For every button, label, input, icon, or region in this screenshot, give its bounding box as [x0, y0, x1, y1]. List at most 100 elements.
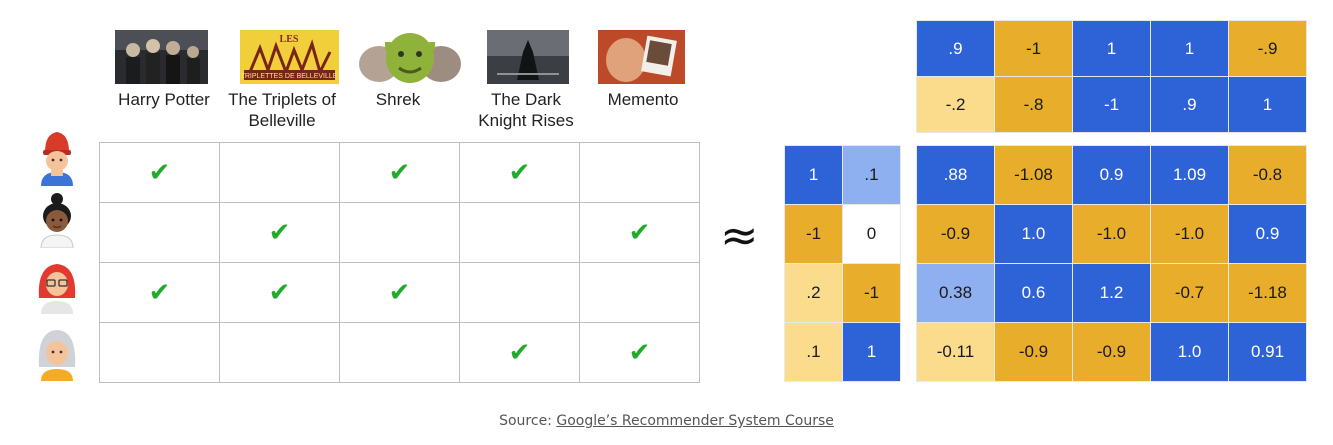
predicted-cell: -0.7	[1150, 263, 1229, 323]
user-embedding-row: 1.1	[784, 145, 901, 205]
feedback-cell	[99, 322, 220, 383]
feedback-cell	[459, 262, 580, 323]
movie-embedding-cell: .9	[1150, 76, 1229, 133]
movie-embedding-cell: 1	[1150, 20, 1229, 77]
predicted-cell: 1.0	[1150, 322, 1229, 382]
user-avatar-grey-hair	[38, 330, 76, 381]
check-icon: ✔	[148, 277, 171, 308]
check-icon: ✔	[268, 217, 291, 248]
user-embedding-cell: .2	[784, 263, 843, 323]
user-avatar-dark-hair	[40, 193, 74, 248]
predicted-cell: -1.0	[1150, 204, 1229, 264]
movie-embedding-cell: -.8	[994, 76, 1073, 133]
feedback-cell	[579, 142, 700, 203]
approx-symbol: ≈	[720, 208, 759, 262]
movie-title: Memento	[607, 90, 679, 109]
predicted-cell: 0.9	[1228, 204, 1307, 264]
feedback-cell: ✔	[459, 322, 580, 383]
triplets-poster-title-text: TRIPLETTES DE BELLEVILLE	[241, 73, 338, 80]
movie-embedding-cell: -.2	[916, 76, 995, 133]
movie-label-memento: Memento	[593, 89, 693, 110]
feedback-cell: ✔	[579, 322, 700, 383]
user-avatar-red-hat	[41, 132, 73, 186]
user-embedding-cell: -1	[784, 204, 843, 264]
triplets-poster-top-text: LES	[280, 34, 299, 45]
check-icon: ✔	[628, 337, 651, 368]
feedback-cell: ✔	[579, 202, 700, 263]
movie-title: Harry Potter	[118, 90, 210, 109]
movie-title: The Triplets of	[228, 90, 336, 109]
movie-embedding-cell: .9	[916, 20, 995, 77]
check-icon: ✔	[388, 277, 411, 308]
predicted-cell: 0.91	[1228, 322, 1307, 382]
predicted-cell: -0.9	[1072, 322, 1151, 382]
check-icon: ✔	[628, 217, 651, 248]
predicted-cell: -0.11	[916, 322, 995, 382]
predicted-cell: 0.38	[916, 263, 995, 323]
predicted-cell: 1.09	[1150, 145, 1229, 205]
movie-label-triplets: The Triplets of Belleville	[220, 89, 344, 131]
user-avatar-red-hair-glasses	[38, 264, 76, 314]
feedback-cell	[339, 202, 460, 263]
predicted-cell: 0.9	[1072, 145, 1151, 205]
memento-poster-art	[598, 30, 685, 84]
movie-label-harry-potter: Harry Potter	[108, 89, 220, 110]
predicted-cell: -0.9	[916, 204, 995, 264]
poster-memento	[598, 30, 685, 84]
feedback-cell	[459, 202, 580, 263]
user-embedding-cell: 1	[784, 145, 843, 205]
predicted-cell: -1.08	[994, 145, 1073, 205]
movie-label-shrek: Shrek	[358, 89, 438, 110]
movie-title-line2: Belleville	[248, 111, 316, 130]
feedback-row: ✔✔	[99, 202, 700, 263]
feedback-cell: ✔	[339, 262, 460, 323]
feedback-cell: ✔	[459, 142, 580, 203]
feedback-cell	[339, 322, 460, 383]
check-icon: ✔	[508, 337, 531, 368]
check-icon: ✔	[508, 157, 531, 188]
feedback-row: ✔ ✔ ✔	[99, 142, 700, 203]
predicted-cell: 0.6	[994, 263, 1073, 323]
check-icon: ✔	[148, 157, 171, 188]
poster-harry-potter	[115, 30, 208, 84]
user-embedding-row: .2-1	[784, 263, 901, 323]
feedback-cell	[219, 142, 340, 203]
feedback-cell: ✔	[99, 142, 220, 203]
predicted-cell: -1.0	[1072, 204, 1151, 264]
user-embedding-cell: -1	[842, 263, 901, 323]
dark-knight-poster-art	[487, 30, 569, 84]
movie-embedding-cell: -.9	[1228, 20, 1307, 77]
user-embedding-cell: .1	[784, 322, 843, 382]
check-icon: ✔	[388, 157, 411, 188]
shrek-poster-art	[359, 33, 461, 83]
movie-label-dark-knight: The Dark Knight Rises	[468, 89, 584, 131]
predicted-cell: -0.9	[994, 322, 1073, 382]
harry-potter-poster-art	[115, 30, 208, 84]
poster-dark-knight-rises	[487, 30, 569, 84]
feedback-cell: ✔	[219, 262, 340, 323]
feedback-cell	[579, 262, 700, 323]
feedback-cell	[99, 202, 220, 263]
feedback-cell: ✔	[219, 202, 340, 263]
movie-embedding-cell: 1	[1228, 76, 1307, 133]
user-embedding-cell: .1	[842, 145, 901, 205]
user-movie-feedback-matrix: ✔✔✔✔✔✔✔✔✔✔	[99, 142, 700, 383]
movie-title: The Dark	[491, 90, 561, 109]
feedback-cell: ✔	[339, 142, 460, 203]
movie-embedding-cell: -1	[1072, 76, 1151, 133]
predicted-cell: 1.0	[994, 204, 1073, 264]
source-link[interactable]: Google’s Recommender System Course	[556, 413, 834, 429]
feedback-cell	[219, 322, 340, 383]
check-icon: ✔	[268, 277, 291, 308]
